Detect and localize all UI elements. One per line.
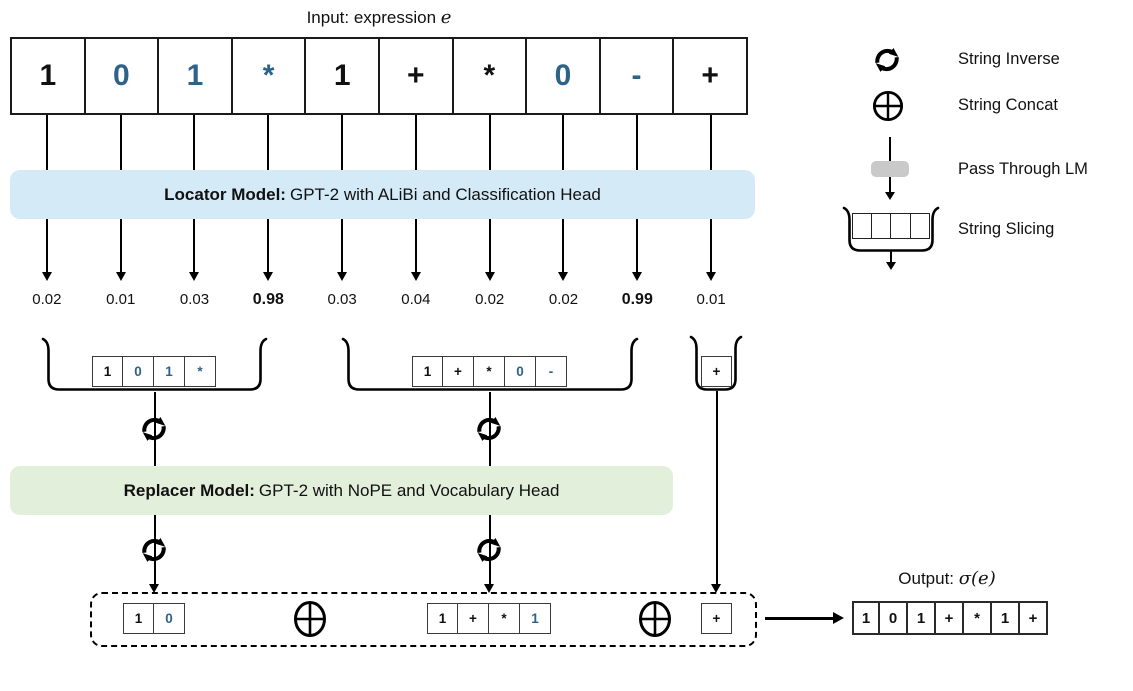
probability-value: 0.03 — [179, 291, 210, 308]
probability-value: 0.02 — [475, 291, 505, 308]
locator-model-box: Locator Model: GPT-2 with ALiBi and Clas… — [10, 170, 755, 219]
string-slicing-bracket-2 — [341, 337, 639, 391]
replacer-model-name: Replacer Model: — [123, 480, 255, 500]
token-cell: * — [489, 603, 520, 634]
slice-2-cells: 1+*0- — [412, 356, 567, 387]
string-concat-icon — [639, 601, 671, 637]
string-inverse-icon — [872, 44, 902, 76]
replacer-model-box: Replacer Model: GPT-2 with NoPE and Voca… — [10, 466, 673, 515]
legend-label-string-slicing: String Slicing — [958, 220, 1055, 238]
slice-3-cells: + — [701, 356, 732, 387]
token-cell: * — [964, 601, 992, 635]
token-cell: 1 — [908, 601, 936, 635]
token-cell: + — [701, 603, 732, 634]
probability-row: 0.02 0.01 0.03 0.98 0.03 0.04 0.02 0.02 0.99 0.01 — [10, 291, 748, 315]
concat-group-3: + — [701, 603, 732, 634]
concat-group-2: 1+*1 — [427, 603, 551, 634]
string-inverse-icon — [474, 534, 504, 566]
string-slicing-icon — [842, 206, 940, 270]
string-concat-icon — [872, 90, 904, 122]
output-arrowhead — [833, 612, 844, 624]
probability-value: 0.98 — [252, 291, 284, 308]
probability-value: 0.99 — [621, 291, 653, 308]
legend-label-string-inverse: String Inverse — [958, 50, 1060, 68]
locator-model-name: Locator Model: — [164, 184, 286, 204]
replacer-model-desc: GPT-2 with NoPE and Vocabulary Head — [258, 480, 560, 500]
string-slicing-bracket-3 — [689, 335, 743, 391]
output-arrow — [765, 617, 835, 620]
token-cell: 1 — [92, 356, 123, 387]
string-concat-icon — [294, 601, 326, 637]
token-cell: 1 — [123, 603, 154, 634]
token-cell: * — [230, 39, 305, 113]
string-inverse-icon — [139, 413, 169, 445]
token-cell: 1 — [520, 603, 551, 634]
probability-value: 0.03 — [327, 291, 357, 308]
token-cell: + — [701, 356, 732, 387]
string-inverse-icon — [474, 413, 504, 445]
output-title-text: Output: — [898, 569, 959, 588]
probability-value: 0.04 — [401, 291, 431, 308]
token-cell: + — [377, 39, 452, 113]
probability-value: 0.01 — [696, 291, 726, 308]
token-cell: 1 — [852, 601, 880, 635]
connector-arrowhead-1 — [148, 584, 159, 593]
token-cell: 1 — [427, 603, 458, 634]
pass-through-lm-block — [871, 161, 909, 177]
token-cell: 1 — [39, 59, 57, 92]
connector-arrowhead-2 — [483, 584, 494, 593]
string-inverse-icon — [139, 534, 169, 566]
string-slicing-bracket-legend — [842, 206, 940, 252]
token-cell: + — [672, 39, 746, 113]
pass-through-lm-icon — [870, 137, 910, 201]
probability-value: 0.01 — [106, 291, 136, 308]
input-title: Input: expression e — [10, 7, 748, 28]
connector-line-3 — [715, 391, 718, 586]
token-cell: 0 — [83, 39, 158, 113]
output-title: Output: σ(e) — [847, 568, 1047, 589]
token-cell: 0 — [525, 39, 599, 113]
token-cell: + — [458, 603, 489, 634]
input-expression-var: e — [440, 7, 452, 28]
token-cell: * — [474, 356, 505, 387]
token-cell: 1 — [154, 356, 185, 387]
token-cell: 1 — [304, 39, 378, 113]
token-cell: * — [185, 356, 216, 387]
concat-dashed-box — [90, 592, 757, 647]
token-cell: - — [598, 39, 673, 113]
output-sigma-var: σ(e) — [958, 568, 996, 589]
token-cell: - — [536, 356, 567, 387]
token-cell: 0 — [123, 356, 154, 387]
slicing-legend-cells — [852, 213, 930, 239]
token-cell: + — [443, 356, 474, 387]
string-slicing-bracket-1 — [41, 337, 268, 391]
locator-model-desc: GPT-2 with ALiBi and Classification Head — [289, 184, 601, 204]
token-cell: 0 — [505, 356, 536, 387]
token-cell: 1 — [157, 39, 231, 113]
input-title-text: Input: expression — [306, 8, 441, 27]
probability-value: 0.02 — [32, 291, 62, 308]
token-cell: 1 — [412, 356, 443, 387]
token-cell: 0 — [880, 601, 908, 635]
legend-label-pass-through-lm: Pass Through LM — [958, 160, 1088, 178]
token-cell: * — [451, 39, 526, 113]
token-cell: 0 — [154, 603, 185, 634]
legend-label-string-concat: String Concat — [958, 96, 1058, 114]
probability-value: 0.02 — [548, 291, 579, 308]
connector-arrowhead-3 — [710, 584, 721, 593]
token-cell: + — [936, 601, 964, 635]
token-cell: 1 — [992, 601, 1020, 635]
token-cell: + — [1020, 601, 1048, 635]
